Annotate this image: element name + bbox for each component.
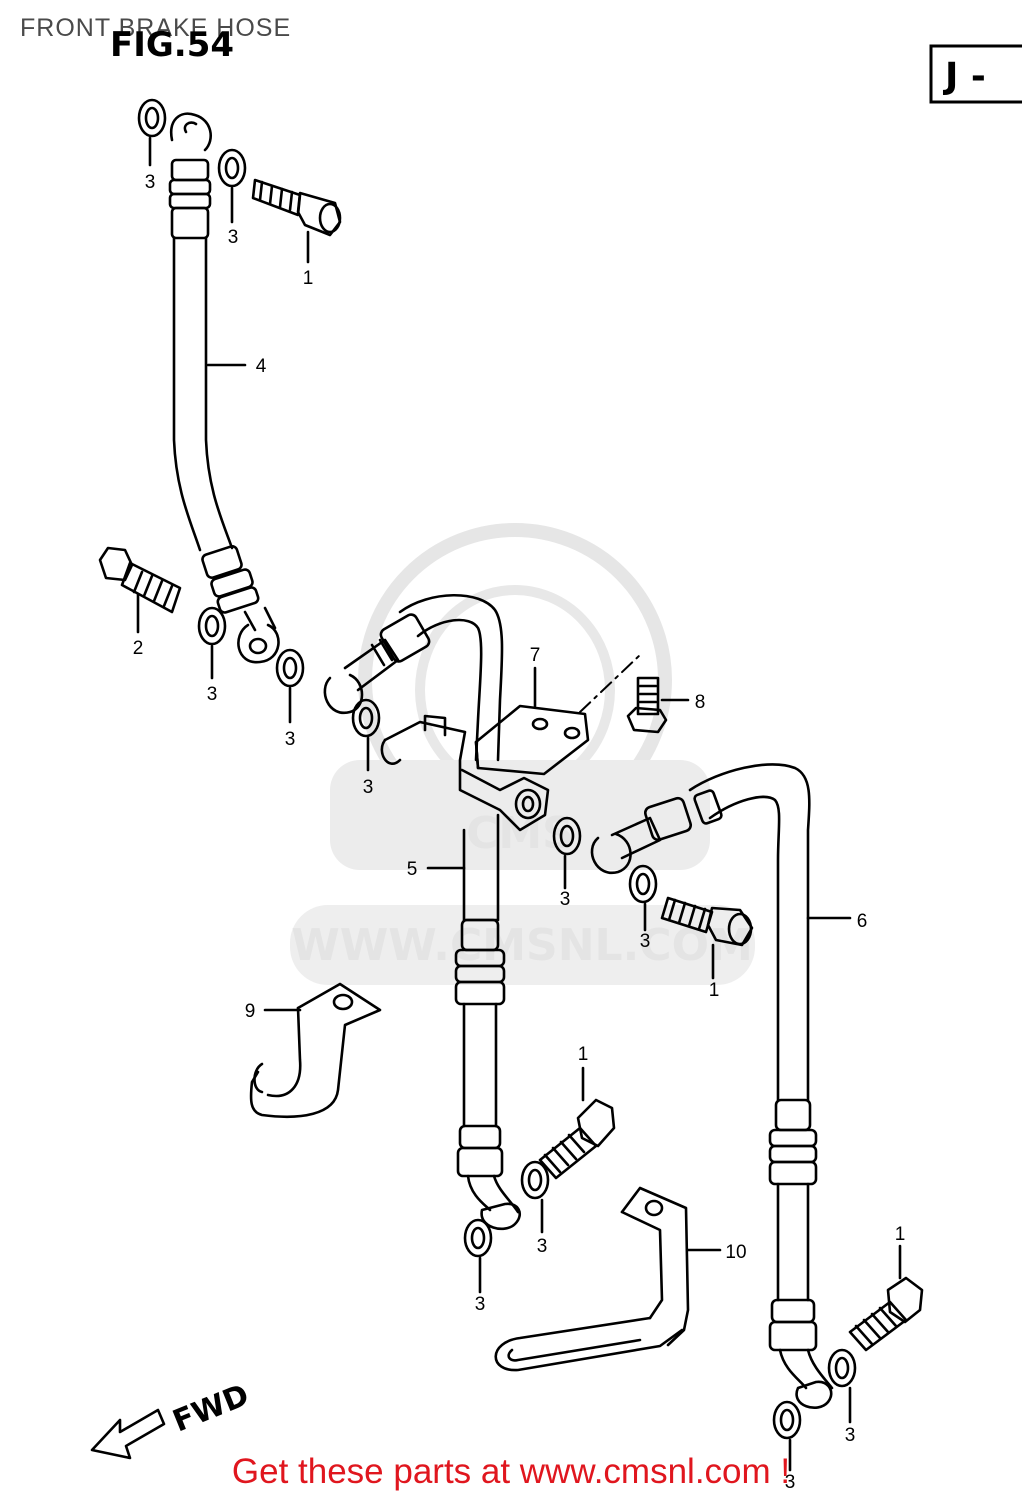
watermark-url: WWW.CMSNL.COM [291,920,753,971]
page-title: FRONT BRAKE HOSE [20,14,292,42]
model-code: J - [942,56,986,97]
callout-3: 3 [145,172,156,193]
forward-direction-arrow [90,1408,166,1460]
union-bolt-1-mid [660,896,754,947]
bracket-10 [494,1186,690,1372]
brake-hose-6 [590,763,834,1409]
brake-hose-4 [168,112,280,664]
brake-joint-7 [380,704,590,832]
callout-3: 3 [228,227,239,248]
callout-3: 3 [363,777,374,798]
washer-center-c [628,864,658,904]
union-bolt-2 [98,546,182,614]
callout-3: 3 [560,889,571,910]
washer-top-left [137,98,167,138]
callout-9: 9 [245,1001,256,1022]
callout-6: 6 [857,911,868,932]
callout-3: 3 [785,1472,796,1493]
callouts: 3 3 1 4 2 3 3 7 8 3 5 3 3 1 6 9 1 3 10 3… [133,172,906,1493]
union-bolt-1-lower-center [538,1098,616,1180]
callout-1: 1 [895,1224,906,1245]
callout-3: 3 [640,931,651,952]
washer-lower-center-b [463,1218,493,1258]
model-code-box [929,44,1022,104]
washer-center-b [552,816,582,856]
figure-label: FIG.54 [110,25,234,65]
washer-top-mid [217,148,247,188]
washer-lower-right-b [772,1400,802,1440]
fwd-label: FWD [168,1378,254,1440]
footer-link[interactable]: Get these parts at www.cmsnl.com ! [231,1452,791,1491]
bolt-8 [626,676,668,734]
callout-3: 3 [475,1294,486,1315]
union-bolt-1-lower-right [848,1276,924,1352]
washer-center-a [351,698,381,738]
callout-10: 10 [725,1242,746,1263]
callout-4: 4 [256,356,267,377]
washer-2a [197,606,227,646]
brake-hose-5 [323,594,521,1231]
callout-3: 3 [207,684,218,705]
washer-lower-center-a [520,1160,550,1200]
callout-3: 3 [285,729,296,750]
callout-3: 3 [537,1236,548,1257]
bracket-9 [249,982,382,1119]
watermark-brand: CMS [466,808,574,859]
callout-3: 3 [845,1425,856,1446]
union-bolt-1-top [251,178,342,237]
callout-1: 1 [709,980,720,1001]
callout-2: 2 [133,638,144,659]
callout-5: 5 [407,859,418,880]
callout-1: 1 [578,1044,589,1065]
washer-lower-right-a [827,1348,857,1388]
callout-8: 8 [695,692,706,713]
watermark: CMS WWW.CMSNL.COM [290,523,755,985]
leader-lines [136,136,902,1472]
washer-2b [275,648,305,688]
callout-7: 7 [530,645,541,666]
callout-1: 1 [303,268,314,289]
